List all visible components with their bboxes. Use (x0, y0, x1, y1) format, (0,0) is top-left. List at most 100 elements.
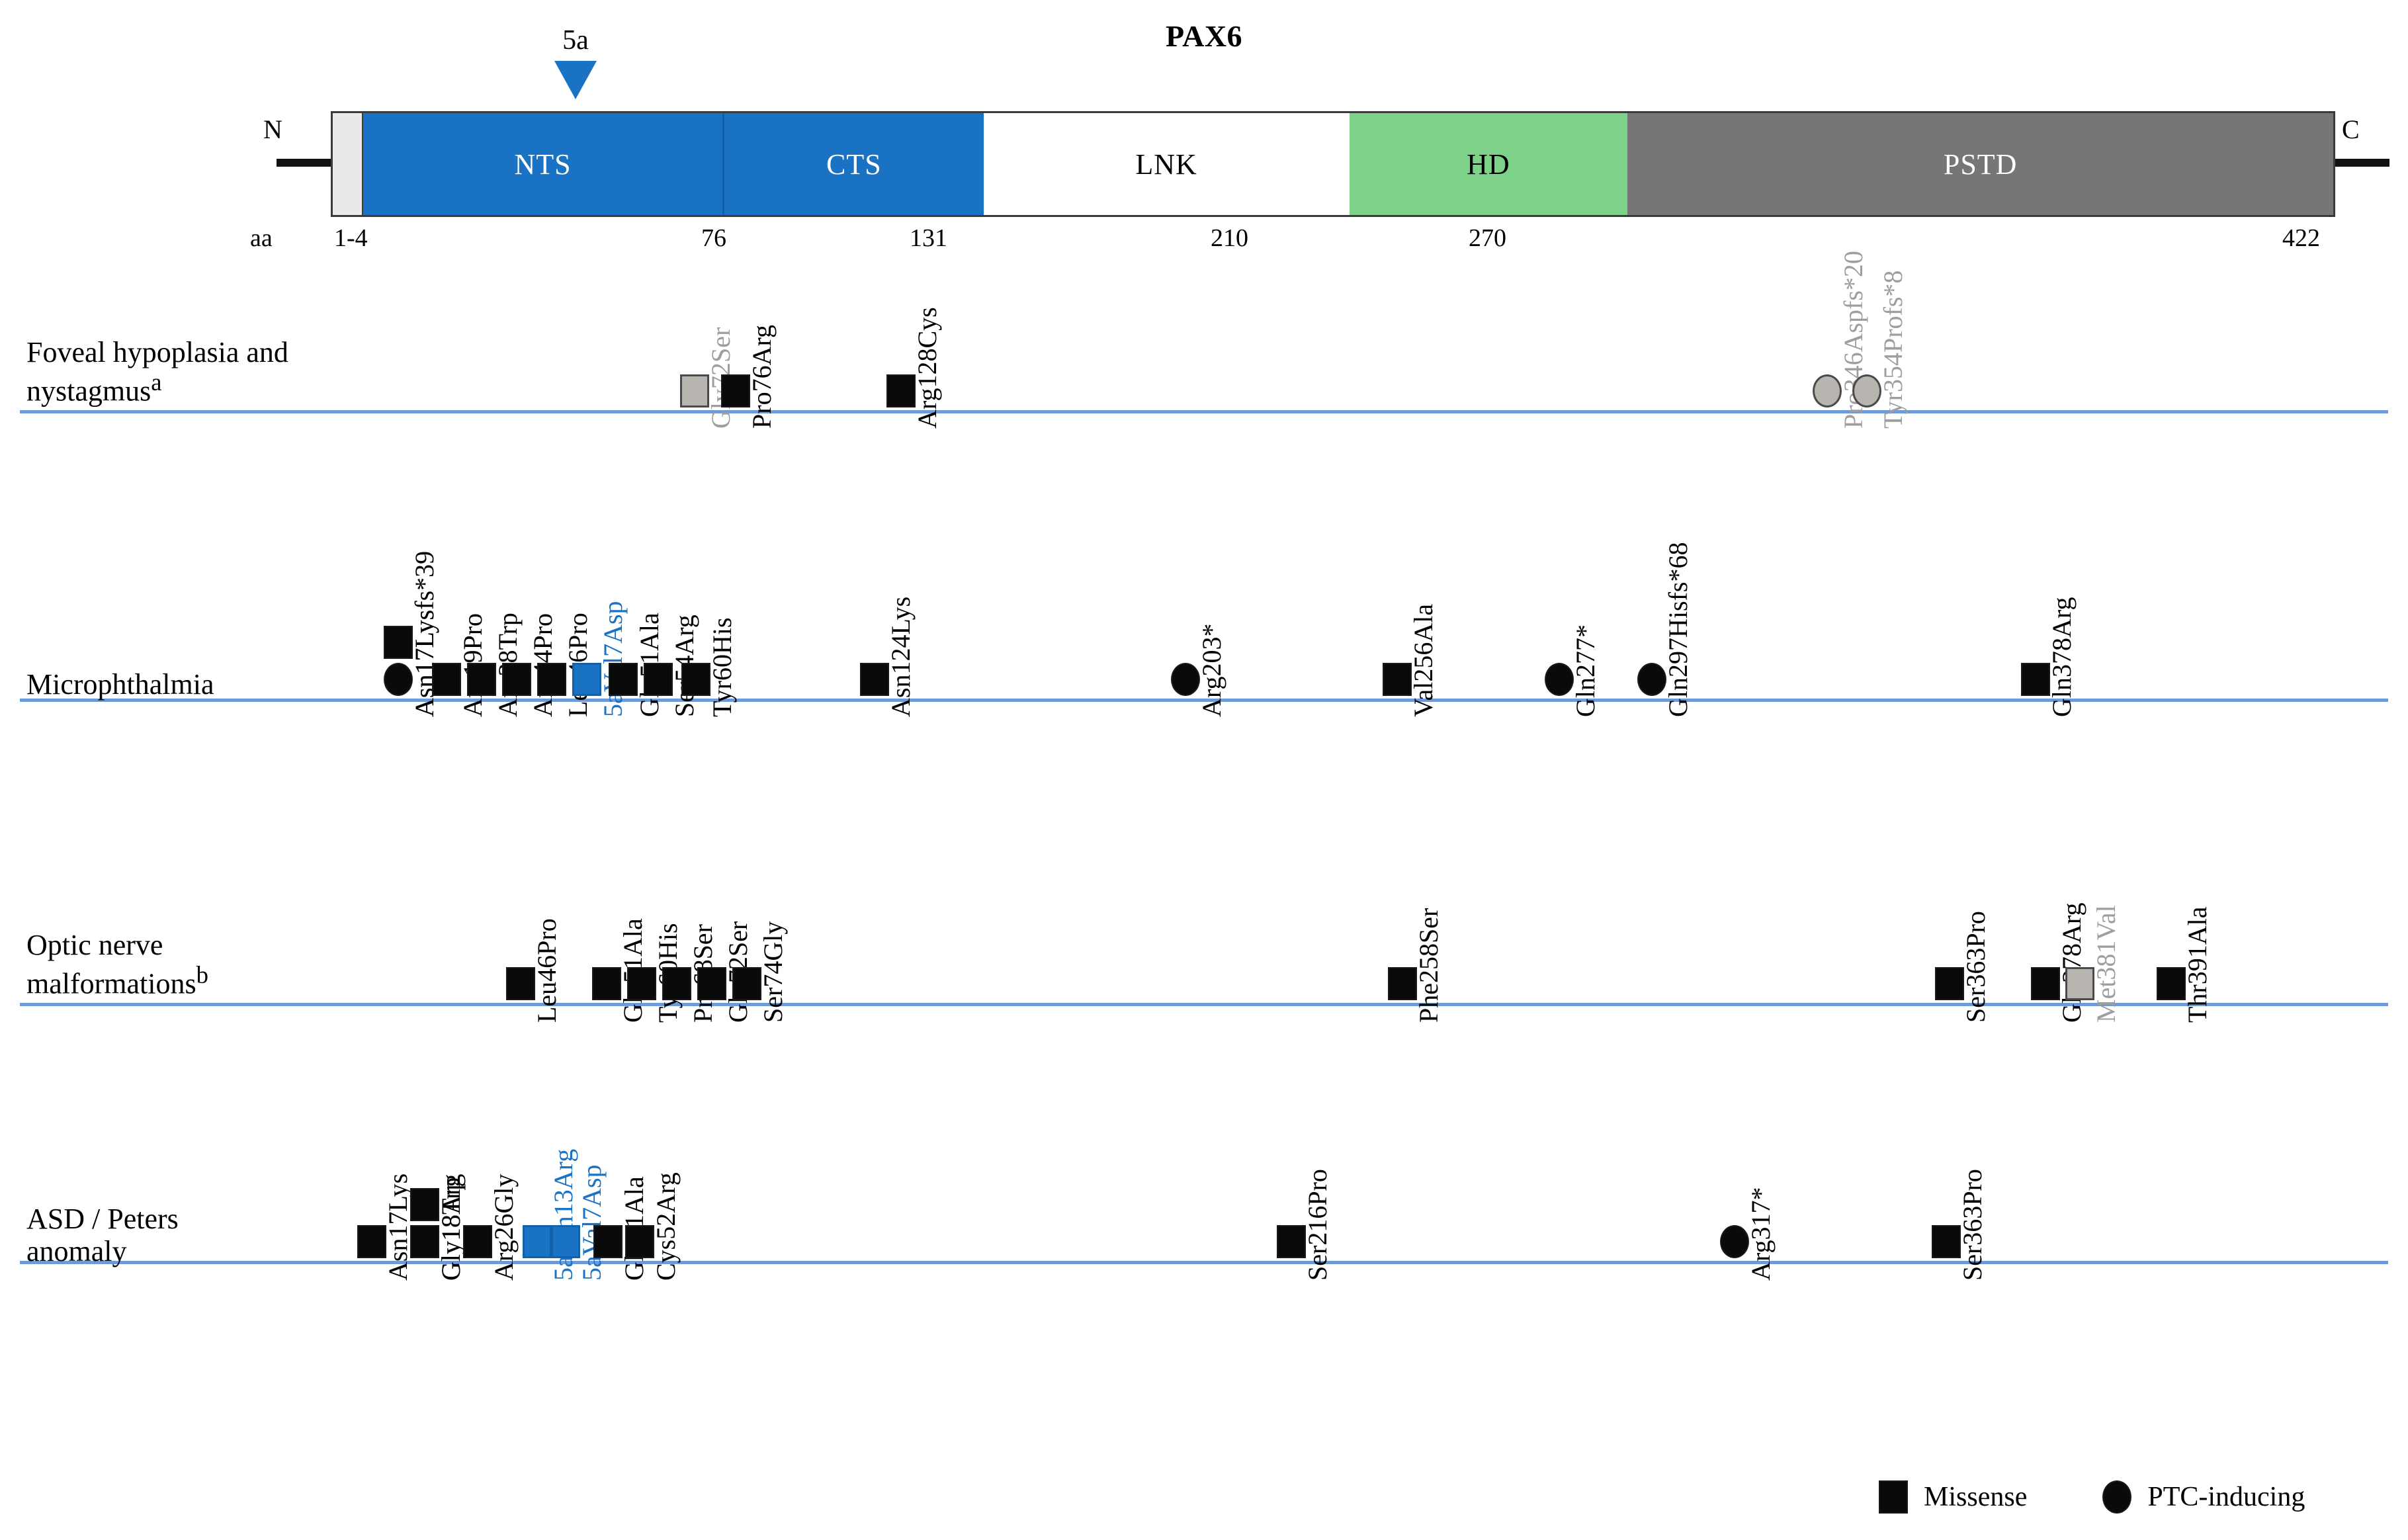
square-marker-ser216pro[interactable] (1277, 1225, 1306, 1258)
row-baseline (20, 1003, 2388, 1006)
square-marker-arg26gly[interactable] (463, 1225, 492, 1258)
square-marker-leu46pro[interactable] (506, 967, 535, 1000)
exon-5a-marker: 5a (536, 26, 615, 99)
legend-item-ptc: PTC-inducing (2102, 1480, 2305, 1514)
aa-tick: 210 (1211, 224, 1248, 252)
square-marker-5aval7asp[interactable] (551, 1225, 580, 1258)
square-marker-gly51ala[interactable] (593, 1225, 623, 1258)
square-marker-gly18trp[interactable] (410, 1225, 439, 1258)
square-marker-leu46pro[interactable] (537, 663, 566, 696)
protein-domain-bar: NTS CTS LNK HD PSTD (331, 111, 2335, 217)
mutation-label: Phe258Ser (1414, 908, 1443, 1023)
mutation-label: Cys52Arg (651, 1172, 681, 1281)
square-marker-phe258ser[interactable] (1388, 967, 1417, 1000)
mutation-label: 5aGln13Arg (548, 1148, 578, 1281)
circle-marker-arg317-[interactable] (1720, 1225, 1749, 1258)
square-marker-gly72ser[interactable] (680, 374, 709, 407)
aa-tick: 76 (701, 224, 726, 252)
square-marker-icon (1879, 1480, 1908, 1514)
square-marker-ser54arg[interactable] (644, 663, 673, 696)
domain-label: CTS (826, 148, 882, 181)
mutation-label: Arg26Gly (489, 1174, 519, 1281)
mutation-label: Thr391Ala (2182, 906, 2212, 1023)
aa-tick: 422 (2282, 224, 2320, 252)
square-marker-gly51ala[interactable] (609, 663, 638, 696)
mutation-label: Asn17Lys (383, 1173, 413, 1281)
mutation-label: Ser74Gly (758, 921, 788, 1023)
square-marker-5aval7asp[interactable] (572, 663, 601, 696)
c-terminus-label: C (2342, 114, 2360, 144)
square-marker-arg38trp[interactable] (467, 663, 496, 696)
square-marker-tyr60his[interactable] (627, 967, 656, 1000)
domain-label: LNK (1135, 148, 1197, 181)
mutation-label: Arg317* (1746, 1187, 1776, 1281)
square-marker-asn17lys[interactable] (357, 1225, 386, 1258)
aa-tick: 1-4 (334, 224, 368, 252)
square-marker-pro76arg[interactable] (721, 374, 750, 407)
mutation-label: Tyr60His (707, 617, 737, 717)
square-marker-arg19pro[interactable] (432, 663, 461, 696)
legend: Missense PTC-inducing (1879, 1480, 2305, 1514)
square-marker-asn17lysfs-39[interactable] (384, 626, 413, 659)
mutation-label: Leu46Pro (532, 918, 562, 1023)
square-marker-val256ala[interactable] (1383, 663, 1412, 696)
n-terminus-label: N (263, 114, 282, 144)
page-title: PAX6 (1165, 19, 1243, 53)
protein-domain-pstd: PSTD (1627, 113, 2333, 215)
domain-label: NTS (514, 148, 572, 181)
square-marker-gly72ser[interactable] (697, 967, 726, 1000)
row-baseline (20, 410, 2388, 413)
square-marker-ser74gly[interactable] (732, 967, 761, 1000)
square-marker-arg44pro[interactable] (502, 663, 531, 696)
legend-label-ptc: PTC-inducing (2147, 1482, 2305, 1512)
square-marker-arg128cys[interactable] (886, 374, 916, 407)
square-marker-gly51ala[interactable] (592, 967, 621, 1000)
exon-5a-label: 5a (562, 25, 589, 56)
triangle-down-icon (554, 61, 597, 99)
domain-label: PSTD (1943, 148, 2018, 181)
square-marker-gln378arg[interactable] (2031, 967, 2060, 1000)
square-marker-ser363pro[interactable] (1932, 1225, 1961, 1258)
mutation-label: Asn124Lys (886, 596, 916, 717)
legend-item-missense: Missense (1879, 1480, 2027, 1514)
circle-marker-gln297hisfs-68[interactable] (1637, 663, 1666, 696)
circle-marker-tyr354profs-8[interactable] (1852, 374, 1881, 407)
square-marker-pro68ser[interactable] (662, 967, 691, 1000)
square-marker-tyr60his[interactable] (681, 663, 710, 696)
mutation-label: Gln277* (1570, 624, 1600, 717)
circle-marker-pro346aspfs-20[interactable] (1813, 374, 1842, 407)
circle-marker-arg203-[interactable] (1171, 663, 1200, 696)
c-terminus-line (2334, 159, 2389, 167)
protein-domain-nterm-pad (333, 113, 364, 215)
mutation-label: Gln297Hisfs*68 (1663, 542, 1693, 717)
circle-marker-asn17lys[interactable] (384, 663, 413, 696)
square-marker-met381val[interactable] (2065, 967, 2094, 1000)
mutation-label: Arg128Cys (912, 307, 942, 429)
protein-domain-nts: NTS (363, 113, 725, 215)
square-marker-cys52arg[interactable] (625, 1225, 654, 1258)
mutation-label: Gln378Arg (2047, 597, 2077, 717)
mutation-label: Gln378Arg (2057, 902, 2086, 1023)
square-marker-gln378arg[interactable] (2021, 663, 2050, 696)
mutation-label: Ser216Pro (1303, 1169, 1332, 1281)
square-marker-thr391ala[interactable] (2157, 967, 2186, 1000)
circle-marker-icon (2102, 1480, 2132, 1514)
mutation-label: Pro76Arg (747, 324, 777, 429)
protein-domain-lnk: LNK (983, 113, 1350, 215)
domain-label: HD (1467, 148, 1510, 181)
legend-label-missense: Missense (1924, 1482, 2028, 1512)
square-marker-ser363pro[interactable] (1935, 967, 1964, 1000)
mutation-label: Tyr354Profs*8 (1878, 270, 1908, 429)
mutation-label: 5aVal7Asp (577, 1164, 607, 1281)
square-marker-5agln13arg[interactable] (523, 1225, 552, 1258)
square-marker-asn124lys[interactable] (860, 663, 889, 696)
aa-axis-label: aa (250, 224, 273, 252)
circle-marker-gln277-[interactable] (1545, 663, 1574, 696)
mutation-label: Val256Ala (1408, 603, 1438, 717)
aa-tick: 270 (1469, 224, 1506, 252)
square-marker-gly18arg[interactable] (410, 1188, 439, 1221)
